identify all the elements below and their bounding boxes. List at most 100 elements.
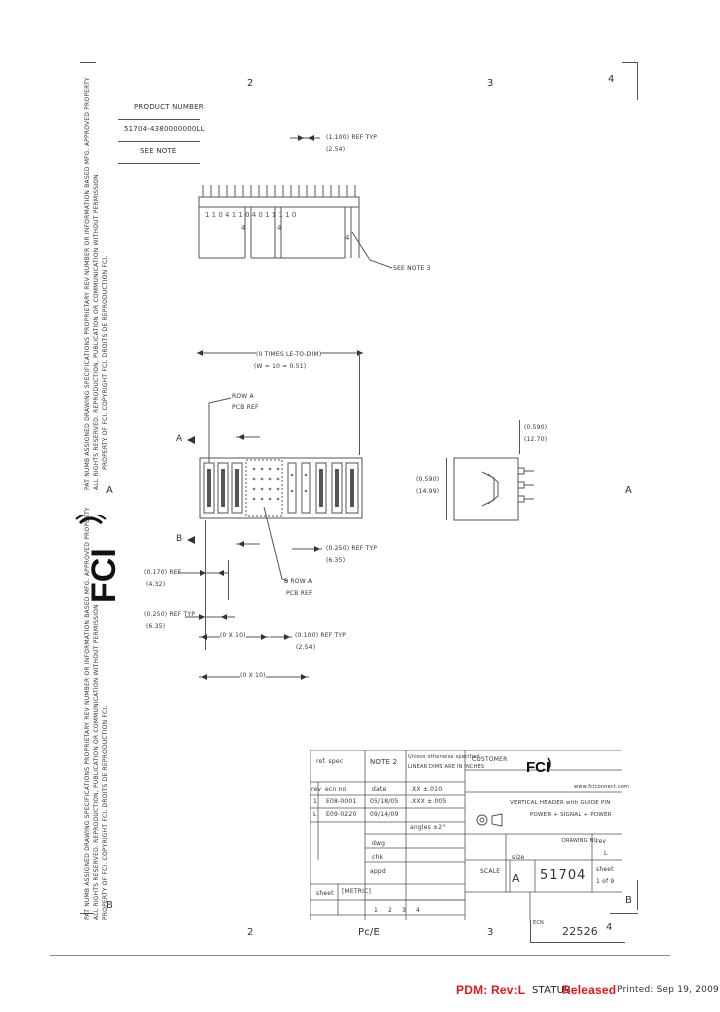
customer-label: CUSTOMER bbox=[472, 756, 508, 763]
status-value: Released bbox=[562, 983, 617, 997]
pin-a-ref: PCB REF bbox=[286, 590, 313, 597]
ecn-number: 22526 bbox=[562, 925, 598, 938]
printed-date: Printed: Sep 19, 2009 bbox=[617, 985, 719, 995]
height-dim: (0.590) bbox=[524, 424, 548, 431]
pitch-arrow-top bbox=[290, 135, 320, 141]
rev-row-1-ecn: E08-0001 bbox=[326, 798, 357, 805]
zone-bottom-2: 2 bbox=[247, 927, 254, 938]
see-note-leader bbox=[351, 231, 393, 269]
plan-ext-line-left bbox=[205, 520, 206, 650]
height-dim-line bbox=[519, 420, 520, 454]
zone-top-4: 4 bbox=[608, 74, 615, 85]
plan-ext-line-inner bbox=[228, 560, 229, 600]
pitch-bottom2-dim: (0.100) REF TYP bbox=[295, 632, 347, 639]
tol-row-2: .XXX ±.005 bbox=[410, 798, 447, 805]
pitch-bottom2-mm: (2.54) bbox=[296, 644, 316, 651]
zone-bottom-4: 4 bbox=[606, 922, 613, 933]
rev-row-2-ecn: E09-0220 bbox=[326, 811, 357, 818]
frame-top-right-tick bbox=[622, 62, 638, 63]
pitch-side-mm: (6.35) bbox=[326, 557, 346, 564]
scale-label: SCALE bbox=[480, 868, 501, 875]
proprietary-notice-6: PROPERTY OF FCI. COPYRIGHT FCI. DROITS D… bbox=[102, 705, 109, 920]
depth-dim: (0.590) bbox=[416, 476, 440, 483]
scale-mark-2: 2 bbox=[388, 907, 393, 914]
pitch-side-arrow bbox=[292, 546, 322, 552]
pin-a-leader bbox=[263, 506, 289, 582]
row-gap-mm: (4.32) bbox=[146, 581, 166, 588]
row-gap-arrow bbox=[178, 570, 228, 576]
pitch-bottom-mm: (6.35) bbox=[146, 623, 166, 630]
rev-row-2-date: 09/14/09 bbox=[370, 811, 399, 818]
row-a-label: ROW A bbox=[232, 393, 254, 400]
fci-logo-vertical: FCI bbox=[75, 515, 120, 603]
svg-text:4: 4 bbox=[277, 224, 282, 232]
svg-text:FCI: FCI bbox=[85, 548, 120, 603]
title-line-2: POWER + SIGNAL + POWER bbox=[530, 812, 612, 818]
pitch-bottom2-arrow bbox=[270, 634, 292, 640]
rev-row-1-rev: 1 bbox=[313, 798, 318, 805]
sheet-head: sheet bbox=[316, 890, 334, 897]
zone-left-b: B bbox=[106, 900, 114, 911]
proprietary-notice-2: ALL RIGHTS RESERVED. REPRODUCTION, PUBLI… bbox=[93, 174, 100, 490]
size-label: size bbox=[512, 854, 525, 861]
projection-symbol-icon bbox=[476, 813, 503, 827]
see-note-3-label: SEE NOTE 3 bbox=[393, 265, 431, 272]
depth-dim-line bbox=[446, 458, 447, 520]
pitch-bottom-dim: (0.250) REF TYP bbox=[144, 611, 196, 618]
zone-right-b: B bbox=[625, 895, 633, 906]
product-number-table bbox=[118, 97, 200, 164]
rev-value: L bbox=[604, 850, 608, 857]
sheet-label: sheet bbox=[596, 866, 614, 873]
section-b-marker: B bbox=[176, 534, 183, 544]
dwg-label: dwg bbox=[372, 840, 386, 847]
overall-length-mm: (W = 10 = 0.51) bbox=[254, 363, 307, 370]
drawing-no-label: DRAWING NO bbox=[562, 838, 598, 844]
tol-row-3: angles ±2° bbox=[410, 824, 446, 831]
appd-label: appd bbox=[370, 868, 386, 875]
frame-right-side bbox=[637, 880, 638, 910]
size-value: A bbox=[512, 872, 520, 885]
pitch-top-mm: (2.54) bbox=[326, 146, 346, 153]
ecn-divider-h bbox=[530, 942, 625, 943]
tol-row-1: .XX ±.010 bbox=[410, 786, 443, 793]
svg-text:4: 4 bbox=[241, 224, 246, 232]
scale-mark-4: 4 bbox=[416, 907, 421, 914]
pin-a-label: B ROW A bbox=[284, 578, 313, 585]
frame-bottom-right-tick bbox=[610, 913, 638, 914]
zone-bottom-3: 3 bbox=[487, 927, 494, 938]
tolerance-line-1: Unless otherwise specified bbox=[408, 754, 480, 760]
zone-top-2: 2 bbox=[247, 78, 254, 89]
fci-logo-small: FCI bbox=[526, 757, 551, 776]
pcb-ref-label: PCB REF bbox=[232, 404, 259, 411]
overall-length-value: (0 TIMES LE-TO-DIM) bbox=[256, 351, 322, 358]
footer-separator bbox=[50, 955, 670, 956]
zone-bottom-center: Pc/E bbox=[358, 927, 381, 938]
connector-plan-view bbox=[199, 457, 363, 519]
section-a-arrow bbox=[187, 436, 195, 444]
proprietary-notice-3: PROPERTY OF FCI. COPYRIGHT FCI. DROITS D… bbox=[102, 255, 109, 470]
ref-spec-label: ref. spec bbox=[316, 758, 344, 765]
rev-row-1-date: 05/18/05 bbox=[370, 798, 399, 805]
section-b-arrow bbox=[187, 536, 195, 544]
notes-label: NOTE 2 bbox=[370, 758, 398, 766]
tolerance-line-2: LINEAR DIMS ARE IN INCHES bbox=[408, 764, 485, 770]
zone-top-3: 3 bbox=[487, 78, 494, 89]
rev-label: rev bbox=[596, 838, 607, 845]
proprietary-notice-5: ALL RIGHTS RESERVED. REPRODUCTION, PUBLI… bbox=[93, 604, 100, 920]
proprietary-notice-1: PAT NUMB ASSIGNED DRAWING SPECIFICATIONS… bbox=[84, 77, 91, 490]
metric-label: [METRIC] bbox=[342, 888, 372, 895]
pitch-side-dim: (0.250) REF TYP bbox=[326, 545, 378, 552]
row-a-leader bbox=[208, 397, 232, 463]
section-a-arrow-right bbox=[236, 434, 260, 440]
frame-bottom-left-tick bbox=[80, 913, 94, 914]
product-number-value: 51704-4380000000LL bbox=[124, 125, 205, 133]
zone-left-a: A bbox=[106, 485, 114, 496]
height-dim-mm: (12.70) bbox=[524, 436, 548, 443]
frame-top-left-tick bbox=[80, 62, 96, 63]
product-number-header: PRODUCT NUMBER bbox=[134, 103, 204, 111]
ecn-head: ecn no bbox=[325, 786, 347, 793]
rev-head: rev bbox=[311, 786, 322, 793]
row-gap-dim: (0.170) REF bbox=[144, 569, 182, 576]
